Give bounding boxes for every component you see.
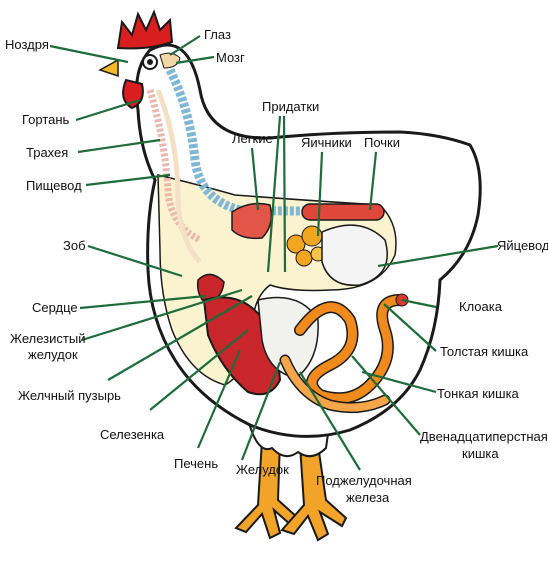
- label-appendages: Придатки: [262, 99, 319, 114]
- label-lungs: Легкие: [232, 131, 273, 146]
- label-nostril: Ноздря: [5, 37, 49, 52]
- beak: [100, 60, 118, 76]
- label-heart: Сердце: [32, 300, 78, 315]
- label-larynx: Гортань: [22, 112, 69, 127]
- label-pancreas-1: Поджелудочная: [316, 473, 412, 488]
- label-kidneys: Почки: [364, 135, 400, 150]
- kidneys-shape: [302, 204, 384, 220]
- oviduct-shape: [322, 225, 387, 285]
- label-oviduct: Яйцевод: [497, 238, 548, 253]
- label-pancreas-2: железа: [346, 490, 389, 505]
- lungs-shape: [232, 204, 271, 239]
- label-duodenum-1: Двенадцатиперстная: [420, 429, 548, 444]
- label-crop: Зоб: [63, 238, 86, 253]
- label-gallbladder: Желчный пузырь: [18, 388, 121, 403]
- label-ovaries: Яичники: [301, 135, 352, 150]
- label-brain: Мозг: [216, 50, 245, 65]
- label-duodenum-2: кишка: [462, 446, 499, 461]
- label-large-intestine: Толстая кишка: [440, 344, 528, 359]
- label-liver: Печень: [174, 456, 218, 471]
- label-spleen: Селезенка: [100, 427, 164, 442]
- label-small-intestine: Тонкая кишка: [437, 386, 519, 401]
- label-proventriculus-2: желудок: [28, 347, 78, 362]
- label-proventriculus-1: Железистый: [10, 331, 85, 346]
- comb: [118, 12, 172, 48]
- label-gizzard: Желудок: [236, 462, 289, 477]
- label-cloaca: Клоака: [459, 299, 502, 314]
- label-eye: Глаз: [204, 27, 231, 42]
- right-leg: [282, 445, 346, 540]
- label-trachea: Трахея: [26, 145, 68, 160]
- label-esophagus: Пищевод: [26, 178, 82, 193]
